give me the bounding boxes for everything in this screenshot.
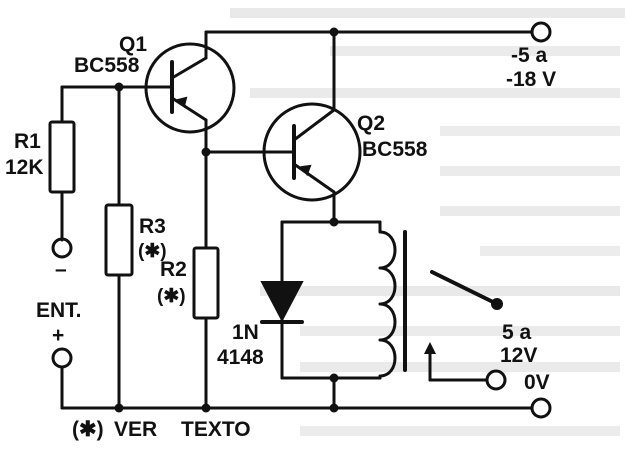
r2-ref-label: R2 [160, 258, 187, 281]
terminal-contact-12v [485, 369, 507, 391]
terminal-ground [530, 397, 552, 419]
resistor-r3 [104, 203, 134, 277]
footnote-star: (✱) [72, 418, 104, 441]
ground-label: 0V [524, 371, 550, 394]
q2-part-label: BC558 [362, 138, 428, 161]
r3-ref-label: R3 [139, 215, 166, 238]
ent-plus-label: + [52, 324, 64, 347]
diode-label-line1: 1N [232, 321, 259, 344]
footnote-texto: TEXTO [181, 418, 251, 441]
q1-part-label: BC558 [74, 54, 140, 77]
supply-label-line1: -5 a [511, 44, 548, 67]
transistor-q2 [262, 102, 362, 202]
r3-value-label: (✱) [138, 241, 167, 262]
q1-ref-label: Q1 [119, 33, 147, 56]
r1-value-label: 12K [5, 156, 44, 179]
r1-ref-label: R1 [14, 130, 41, 153]
q2-emitter-arrow-icon [300, 164, 312, 177]
contact-label-line1: 5 a [502, 321, 532, 344]
resistor-r2 [192, 246, 220, 320]
terminal-ent-plus [51, 347, 73, 369]
resistor-r1 [48, 120, 76, 194]
relay-switch [424, 270, 503, 382]
diode-label-line2: 4148 [217, 346, 264, 369]
ent-label: ENT. [36, 299, 82, 322]
transistor-q1 [144, 42, 236, 134]
terminal-ent-minus [51, 237, 73, 259]
footnote-ver: VER [114, 418, 157, 441]
ent-minus-label: – [55, 258, 67, 281]
q1-emitter-arrow-icon [176, 96, 188, 108]
supply-label-line2: -18 V [506, 68, 556, 91]
switch-arrow-icon [424, 342, 436, 354]
q2-ref-label: Q2 [357, 112, 385, 135]
relay-coil [378, 220, 407, 380]
contact-label-line2: 12V [500, 344, 537, 367]
terminal-supply [530, 21, 552, 43]
r2-value-label: (✱) [157, 286, 186, 307]
junction-dots [114, 27, 339, 413]
background-bleed-through [230, 8, 625, 436]
diode-1n4148 [260, 281, 304, 324]
